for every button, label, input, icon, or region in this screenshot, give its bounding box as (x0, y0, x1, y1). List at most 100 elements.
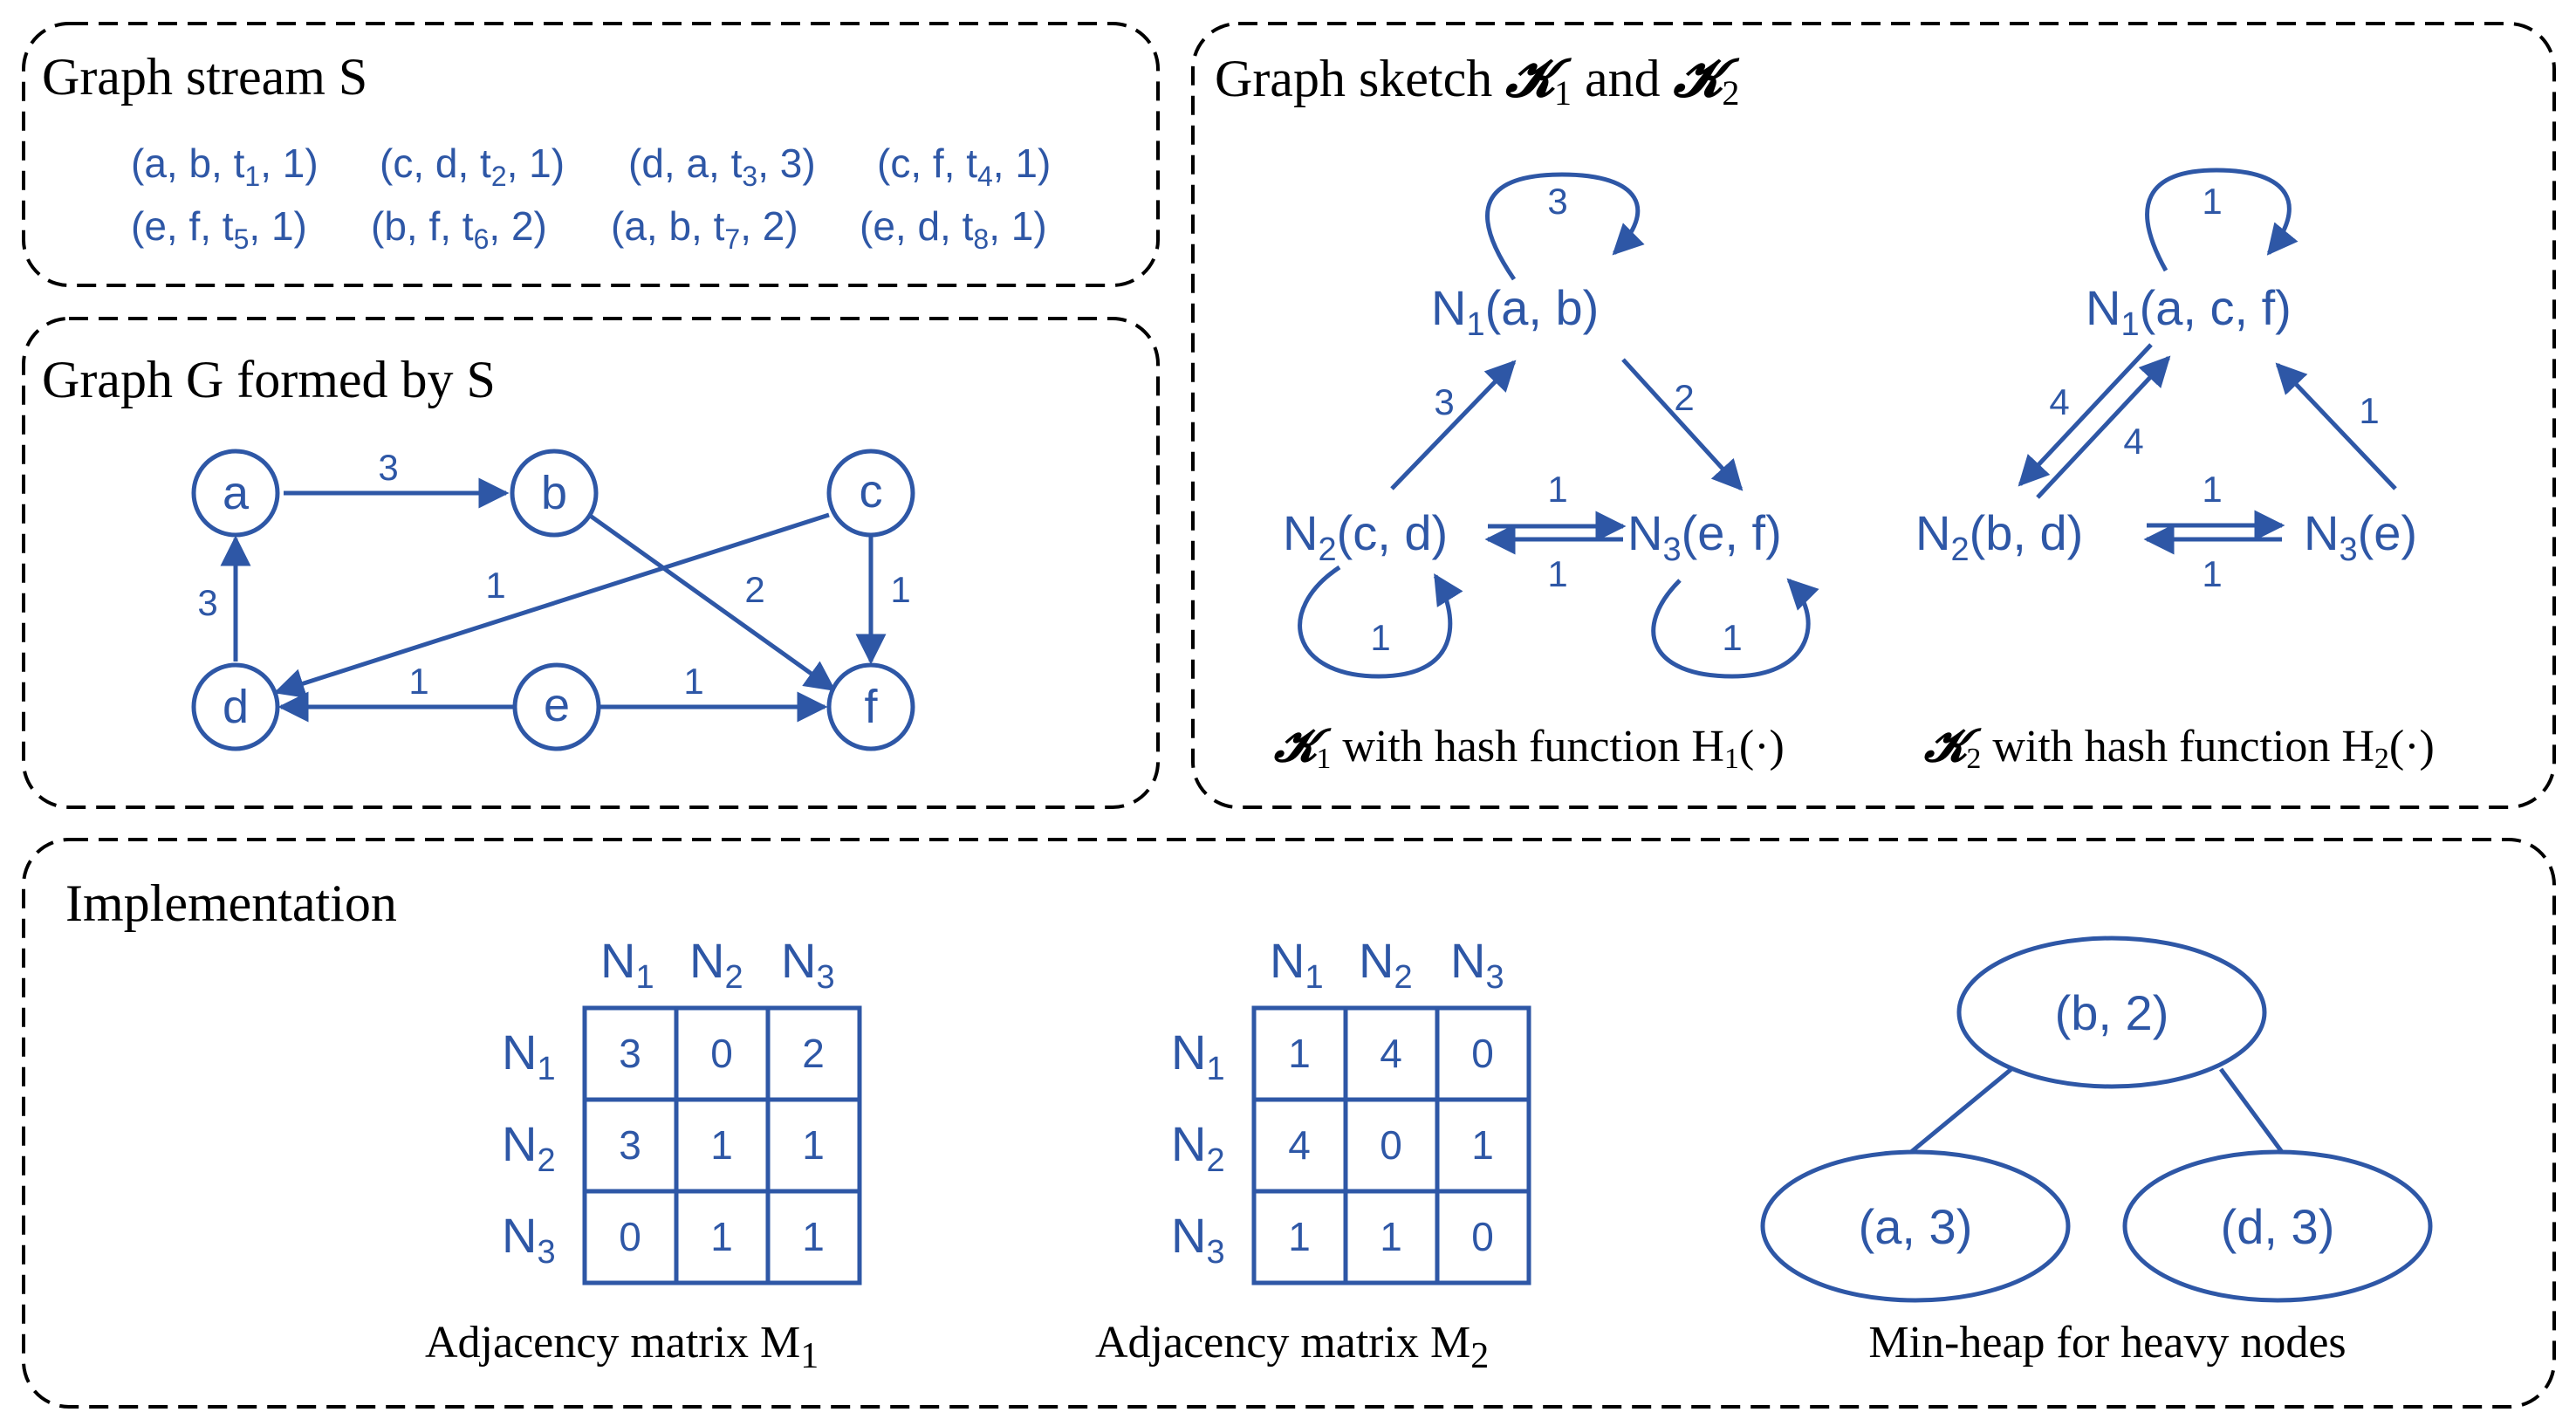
k1-edge-n1-n3 (1621, 358, 1744, 491)
heap-right-label: (d, 3) (2221, 1199, 2335, 1254)
m1-col-n3: N3 (781, 933, 835, 996)
k2-weight-loop-n1: 1 (2202, 181, 2222, 222)
svg-text:(c, f, t4, 1): (c, f, t4, 1) (877, 141, 1051, 192)
m2-row-n1: N1 (1171, 1025, 1225, 1087)
heap-caption: Min-heap for heavy nodes (1868, 1318, 2346, 1368)
m1-cell-0-1: 0 (710, 1031, 733, 1076)
m2-col-n2: N2 (1359, 933, 1413, 996)
k1-node-n2: N2(c, d) (1283, 505, 1448, 568)
m2-cell-1-1: 0 (1380, 1122, 1402, 1168)
m2-cell-2-2: 0 (1471, 1214, 1494, 1259)
weight-c-f: 1 (890, 569, 910, 610)
m1-row-n1: N1 (502, 1025, 556, 1087)
m1-caption: Adjacency matrix M1 (425, 1318, 819, 1376)
m1-col-n2: N2 (689, 933, 743, 996)
heap-root-label: (b, 2) (2055, 985, 2169, 1040)
graph-panel (22, 317, 1160, 809)
weight-e-d: 1 (408, 661, 428, 702)
m1-cell-2-2: 1 (802, 1214, 825, 1259)
k2-node-n1: N1(a, c, f) (2086, 280, 2292, 343)
k1-node-n3: N3(e, f) (1627, 505, 1782, 568)
k2-edge-n3-n1 (2275, 362, 2397, 490)
svg-text:(e, f, t5, 1): (e, f, t5, 1) (131, 203, 307, 255)
k1-caption: 𝓚1 with hash function H1(·) (1273, 722, 1785, 775)
k2-edges (2018, 168, 2397, 555)
k2-weight-n3-n1: 1 (2359, 390, 2379, 431)
weight-e-f: 1 (683, 661, 703, 702)
sketch-title: Graph sketch 𝓚1 and 𝓚2 (1215, 50, 1740, 113)
m1-cell-2-0: 0 (619, 1214, 641, 1259)
m2-cell-2-1: 1 (1380, 1214, 1402, 1259)
m1-col-n1: N1 (600, 933, 654, 996)
m2-col-n3: N3 (1450, 933, 1504, 996)
k1-weight-n2-n1: 3 (1434, 381, 1454, 422)
node-f-label: f (864, 681, 878, 733)
node-b-label: b (541, 467, 567, 519)
graph-title: Graph G formed by S (42, 351, 496, 408)
node-e-label: e (544, 679, 570, 731)
k2-weight-n2-n3: 1 (2202, 469, 2222, 510)
node-f (826, 662, 915, 751)
svg-text:(e, d, t8, 1): (e, d, t8, 1) (860, 203, 1047, 255)
min-heap: (b, 2) (a, 3) (d, 3) Min-heap for heavy … (1760, 936, 2433, 1368)
m1-row-n2: N2 (502, 1116, 556, 1179)
node-a (191, 449, 280, 538)
node-e (512, 662, 601, 751)
heap-root (1956, 936, 2267, 1089)
k1-loop-n3 (1651, 578, 1819, 679)
m2-row-n3: N3 (1171, 1208, 1225, 1271)
k1-weight-n3-n2: 1 (1547, 553, 1567, 594)
m1-grid (582, 1005, 862, 1285)
k1-weight-n2-n3: 1 (1547, 469, 1567, 510)
k1-weight-loop-n3: 1 (1722, 617, 1742, 658)
m1-cell-0-2: 2 (802, 1031, 825, 1076)
k2-edge-n2-n1 (2036, 355, 2171, 499)
k2-weight-n1-n2-b: 4 (2123, 421, 2143, 462)
weight-b-f: 2 (744, 569, 764, 610)
edge-c-d (273, 512, 830, 699)
k1-loop-n1 (1485, 172, 1645, 281)
heap-edge-left (1909, 1067, 2013, 1154)
m1-cell-1-0: 3 (619, 1122, 641, 1168)
heap-left-label: (a, 3) (1859, 1199, 1973, 1254)
impl-title: Implementation (65, 874, 397, 932)
m2-cell-0-2: 0 (1471, 1031, 1494, 1076)
k2-node-n3: N3(e) (2304, 505, 2417, 568)
node-d (191, 662, 280, 751)
m2-cell-1-0: 4 (1288, 1122, 1311, 1168)
m1-row-n3: N3 (502, 1208, 556, 1271)
matrix-m2: N1 N2 N3 N1 N2 N3 1 4 0 4 0 1 1 1 0 Adja… (1095, 933, 1531, 1376)
stream-panel (22, 22, 1160, 287)
k2-weight-n3-n2: 1 (2202, 553, 2222, 594)
m2-cell-0-1: 4 (1380, 1031, 1402, 1076)
m1-cell-1-2: 1 (802, 1122, 825, 1168)
node-c (826, 449, 915, 538)
m1-cell-0-0: 3 (619, 1031, 641, 1076)
k1-weight-n1-n3: 2 (1674, 377, 1694, 418)
node-b (510, 449, 599, 538)
node-c-label: c (860, 465, 883, 518)
heap-left (1760, 1149, 2071, 1303)
k1-edge-n2-n1 (1390, 360, 1517, 490)
k2-edge-n1-n2 (2018, 343, 2153, 487)
weight-a-b: 3 (378, 447, 398, 488)
node-a-label: a (223, 467, 250, 519)
svg-text:(c, d, t2, 1): (c, d, t2, 1) (380, 141, 565, 192)
graph-edges (220, 477, 887, 723)
stream-row-1: (a, b, t1, 1) (c, d, t2, 1) (d, a, t3, 3… (131, 141, 1051, 192)
m2-cell-0-0: 1 (1288, 1031, 1311, 1076)
k1-loop-n2 (1298, 565, 1463, 679)
m1-cell-1-1: 1 (710, 1122, 733, 1168)
node-d-label: d (223, 681, 249, 733)
m2-caption: Adjacency matrix M2 (1095, 1318, 1489, 1376)
m2-col-n1: N1 (1270, 933, 1324, 996)
svg-text:(a, b, t7, 2): (a, b, t7, 2) (611, 203, 798, 255)
k2-caption: 𝓚2 with hash function H2(·) (1923, 722, 2435, 775)
k1-edges (1298, 172, 1819, 679)
k1-node-n1: N1(a, b) (1431, 280, 1599, 343)
m2-cell-2-0: 1 (1288, 1214, 1311, 1259)
k2-node-n2: N2(b, d) (1915, 505, 2083, 568)
impl-panel (22, 838, 2556, 1409)
